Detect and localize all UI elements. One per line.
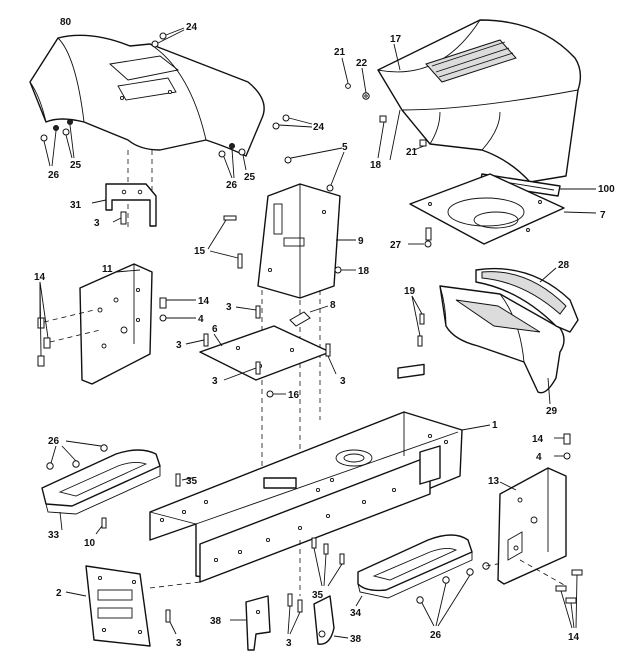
callout-2: 2 bbox=[56, 588, 62, 599]
callout-100: 100 bbox=[598, 184, 615, 195]
callout-25-left: 25 bbox=[70, 160, 82, 171]
callout-15: 15 bbox=[194, 246, 206, 257]
callout-35-left: 35 bbox=[186, 476, 198, 487]
callout-4-right: 4 bbox=[536, 452, 542, 463]
part-18-nut bbox=[334, 266, 356, 274]
part-17-dash-panel bbox=[377, 19, 582, 183]
part-6-floor-plate bbox=[199, 325, 331, 381]
part-3-screws-bottom bbox=[287, 593, 303, 635]
part-5-nuts bbox=[284, 147, 345, 192]
callout-80: 80 bbox=[60, 17, 72, 28]
callout-13: 13 bbox=[488, 476, 500, 487]
callout-14-bottom-right: 14 bbox=[568, 632, 580, 643]
part-3-screws-plate bbox=[185, 305, 337, 381]
part-7-battery-plate bbox=[409, 173, 597, 245]
callout-18-bottom: 18 bbox=[358, 266, 370, 277]
part-8-clip bbox=[289, 305, 329, 327]
part-11-left-side-plate bbox=[79, 263, 153, 385]
part-38-bracket-left bbox=[230, 595, 271, 651]
callout-10: 10 bbox=[84, 538, 96, 549]
part-26-nuts-left bbox=[46, 440, 108, 470]
part-14-4-hardware-right bbox=[554, 433, 571, 460]
callout-3-plate-bottom: 3 bbox=[212, 376, 218, 387]
callout-21-bottom: 21 bbox=[406, 147, 418, 158]
part-21-22-hardware-top bbox=[341, 43, 401, 100]
callout-11: 11 bbox=[102, 264, 113, 275]
callout-3-plate-right: 3 bbox=[340, 376, 346, 387]
part-9-steering-support bbox=[257, 183, 356, 299]
callout-14-right: 14 bbox=[532, 434, 544, 445]
part-38-bracket-right bbox=[313, 595, 349, 645]
callout-3-plate-top: 3 bbox=[226, 302, 232, 313]
part-25-26-hardware-left bbox=[40, 119, 75, 167]
callout-31: 31 bbox=[70, 200, 82, 211]
callout-34: 34 bbox=[350, 608, 362, 619]
callout-6: 6 bbox=[212, 324, 218, 335]
part-1-main-frame bbox=[149, 363, 491, 583]
callout-3-bracket: 3 bbox=[94, 218, 100, 229]
part-29-front-guard bbox=[439, 285, 565, 405]
part-34-footrest-right bbox=[355, 534, 473, 607]
callout-7: 7 bbox=[600, 210, 606, 221]
part-80-seat-pan bbox=[29, 34, 265, 157]
callout-21-top: 21 bbox=[334, 47, 346, 58]
callout-24-top: 24 bbox=[186, 22, 198, 33]
callout-14-mid: 14 bbox=[198, 296, 210, 307]
part-31-bracket bbox=[91, 183, 157, 227]
part-3-screw-front bbox=[165, 609, 177, 635]
callout-26-footrest-left: 26 bbox=[48, 436, 60, 447]
callout-29: 29 bbox=[546, 406, 558, 417]
callout-38-right: 38 bbox=[350, 634, 362, 645]
part-19-screws bbox=[411, 295, 425, 347]
callout-33: 33 bbox=[48, 530, 60, 541]
part-35-bolts-bottom bbox=[299, 537, 345, 596]
part-14-bolts-left bbox=[37, 281, 101, 367]
part-10-bolt bbox=[95, 517, 107, 535]
callout-26-right: 26 bbox=[226, 180, 238, 191]
part-24-bolts-top bbox=[151, 27, 185, 48]
callout-35-bottom: 35 bbox=[312, 590, 324, 601]
part-25-26-hardware-right bbox=[218, 143, 247, 179]
callout-17: 17 bbox=[390, 34, 402, 45]
part-33-footrest-left bbox=[41, 449, 161, 531]
callout-26-footrest-right: 26 bbox=[430, 630, 442, 641]
callout-4-mid: 4 bbox=[198, 314, 204, 325]
callout-27: 27 bbox=[390, 240, 402, 251]
part-2-front-plate bbox=[65, 565, 201, 647]
callout-38-left: 38 bbox=[210, 616, 222, 627]
part-15-bolts bbox=[207, 215, 243, 269]
callout-8: 8 bbox=[330, 300, 336, 311]
callout-25-right: 25 bbox=[244, 172, 256, 183]
part-24-bolts-right bbox=[272, 114, 313, 130]
part-16-nut bbox=[266, 390, 286, 398]
callout-22: 22 bbox=[356, 58, 368, 69]
callout-3-plate-left: 3 bbox=[176, 340, 182, 351]
part-14-4-hardware bbox=[159, 297, 196, 322]
callout-14-left: 14 bbox=[34, 272, 46, 283]
callout-9: 9 bbox=[358, 236, 364, 247]
callout-24-right: 24 bbox=[313, 122, 325, 133]
callout-1: 1 bbox=[492, 420, 498, 431]
part-14-bolts-right bbox=[519, 559, 583, 629]
callout-19: 19 bbox=[404, 286, 416, 297]
part-35-bolts-left bbox=[175, 473, 193, 487]
callout-28: 28 bbox=[558, 260, 570, 271]
part-28-grille bbox=[475, 267, 579, 333]
callout-5: 5 bbox=[342, 142, 348, 153]
callout-16: 16 bbox=[288, 390, 300, 401]
callout-26-left: 26 bbox=[48, 170, 60, 181]
part-27-screw bbox=[408, 227, 432, 248]
part-13-right-side-plate bbox=[497, 467, 567, 585]
part-3-screw-bracket bbox=[112, 211, 127, 225]
callout-3-front: 3 bbox=[176, 638, 182, 649]
part-21-18-clips bbox=[377, 109, 427, 161]
callout-18-top: 18 bbox=[370, 160, 382, 171]
callout-3-bottom: 3 bbox=[286, 638, 292, 649]
